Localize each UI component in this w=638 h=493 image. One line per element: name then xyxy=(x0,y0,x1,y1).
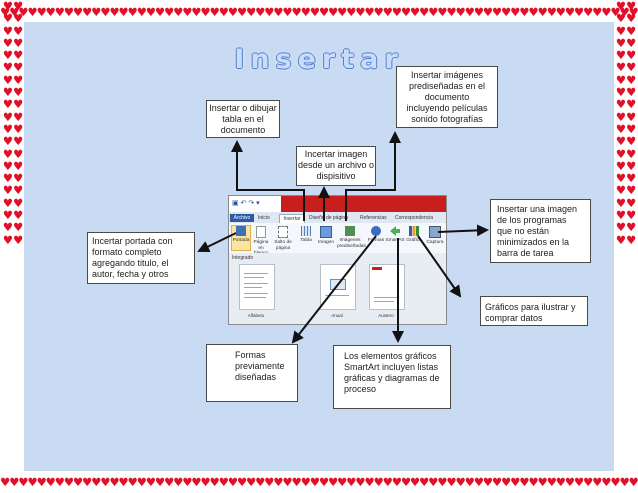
chart-icon xyxy=(409,226,419,236)
gallery-heading: Integrado xyxy=(232,255,254,261)
tabla-button[interactable]: Tabla xyxy=(297,226,315,244)
slide-title: Insertar xyxy=(234,44,404,75)
callout-formas: Formas previamente diseñadas xyxy=(206,344,298,402)
thumbnail-caption: Anual xyxy=(331,313,343,318)
tab-diseno-pagina[interactable]: Diseño de página xyxy=(309,215,348,221)
captura-label: Captura xyxy=(426,240,444,245)
tabla-label: Tabla xyxy=(300,238,312,243)
picture-icon xyxy=(320,226,332,238)
cover-gallery: Integrado Alfabeto Anual Austero xyxy=(229,253,446,324)
tab-inicio[interactable]: Inicio xyxy=(258,215,270,221)
imagenes-prediseñadas-label: Imágenes prediseñadas xyxy=(337,238,366,249)
tab-referencias[interactable]: Referencias xyxy=(360,215,387,221)
formas-button[interactable]: Formas xyxy=(367,226,385,244)
callout-imagenes-prediseñadas: Insertar imágenes prediseñadas en el doc… xyxy=(396,66,498,128)
blank-page-icon xyxy=(256,226,266,238)
ribbon-titlebar: ▣ ↶ ↷ ▾ xyxy=(229,196,446,213)
imagen-button[interactable]: Imagen xyxy=(317,226,335,246)
formas-label: Formas xyxy=(367,238,385,243)
screenshot-icon xyxy=(429,226,441,238)
tab-correspondencia[interactable]: Correspondencia xyxy=(395,215,434,221)
grafico-label: Gráfico xyxy=(406,238,422,243)
heart-border-right: ♥♥♥♥♥♥♥♥♥♥♥♥♥♥♥♥♥♥♥♥♥♥♥♥♥♥♥♥♥♥♥♥♥♥♥♥♥♥♥♥ xyxy=(615,0,637,247)
callout-insertar-tabla: Insertar o dibujar tabla en el documento xyxy=(206,100,280,138)
salto-pagina-label: Salto de página xyxy=(274,240,292,251)
table-icon xyxy=(301,226,311,236)
shapes-icon xyxy=(371,226,381,236)
titlebar-accent xyxy=(281,196,446,212)
thumbnail-austero[interactable] xyxy=(369,264,405,310)
callout-insertar-captura: Insertar una imagen de los programas que… xyxy=(490,199,591,263)
heart-border-bottom: ♥♥♥♥♥♥♥♥♥♥♥♥♥♥♥♥♥♥♥♥♥♥♥♥♥♥♥♥♥♥♥♥♥♥♥♥♥♥♥♥… xyxy=(0,475,638,489)
tab-archivo[interactable]: Archivo xyxy=(230,214,254,222)
heart-border-top: ♥♥♥♥♥♥♥♥♥♥♥♥♥♥♥♥♥♥♥♥♥♥♥♥♥♥♥♥♥♥♥♥♥♥♥♥♥♥♥♥… xyxy=(0,5,638,19)
smartart-icon xyxy=(390,226,400,236)
pagina-blanco-button[interactable]: Página en blanco xyxy=(251,226,271,257)
smartart-button[interactable]: SmartArt xyxy=(385,226,405,244)
captura-button[interactable]: Captura xyxy=(425,226,445,246)
cover-page-icon xyxy=(236,226,246,236)
thumbnail-caption: Alfabeto xyxy=(247,313,265,318)
callout-incertar-portada: Incertar portada con formato completo ag… xyxy=(87,232,195,284)
heart-border-left: ♥♥♥♥♥♥♥♥♥♥♥♥♥♥♥♥♥♥♥♥♥♥♥♥♥♥♥♥♥♥♥♥♥♥♥♥♥♥♥♥ xyxy=(2,0,24,247)
ribbon-tabs: Archivo Inicio Insertar Diseño de página… xyxy=(229,212,446,223)
ribbon-commands: Portada Página en blanco Salto de página… xyxy=(229,223,446,257)
imagen-label: Imagen xyxy=(318,240,334,245)
thumbnail-caption: Austero xyxy=(378,313,394,318)
callout-graficos: Gráficos para ilustrar y comprar datos xyxy=(480,296,588,326)
salto-pagina-button[interactable]: Salto de página xyxy=(273,226,293,251)
thumbnail-alfabeto[interactable] xyxy=(239,264,275,310)
grafico-button[interactable]: Gráfico xyxy=(405,226,423,244)
clip-art-icon xyxy=(345,226,355,236)
portada-label: Portada xyxy=(232,238,250,243)
smartart-label: SmartArt xyxy=(385,238,405,243)
page-break-icon xyxy=(278,226,288,238)
callout-incertar-imagen: Incertar imagen desde un archivo o dispi… xyxy=(296,146,376,186)
word-ribbon-screenshot: ▣ ↶ ↷ ▾ Archivo Inicio Insertar Diseño d… xyxy=(228,195,447,325)
callout-smartart: Los elementos gráficos SmartArt incluyen… xyxy=(333,345,451,409)
imagenes-prediseñadas-button[interactable]: Imágenes prediseñadas xyxy=(337,226,366,249)
tab-insertar[interactable]: Insertar xyxy=(279,214,305,223)
portada-button[interactable]: Portada xyxy=(231,225,251,251)
quick-access-icon[interactable]: ▣ ↶ ↷ ▾ xyxy=(232,200,260,207)
thumbnail-anual[interactable] xyxy=(320,264,356,310)
